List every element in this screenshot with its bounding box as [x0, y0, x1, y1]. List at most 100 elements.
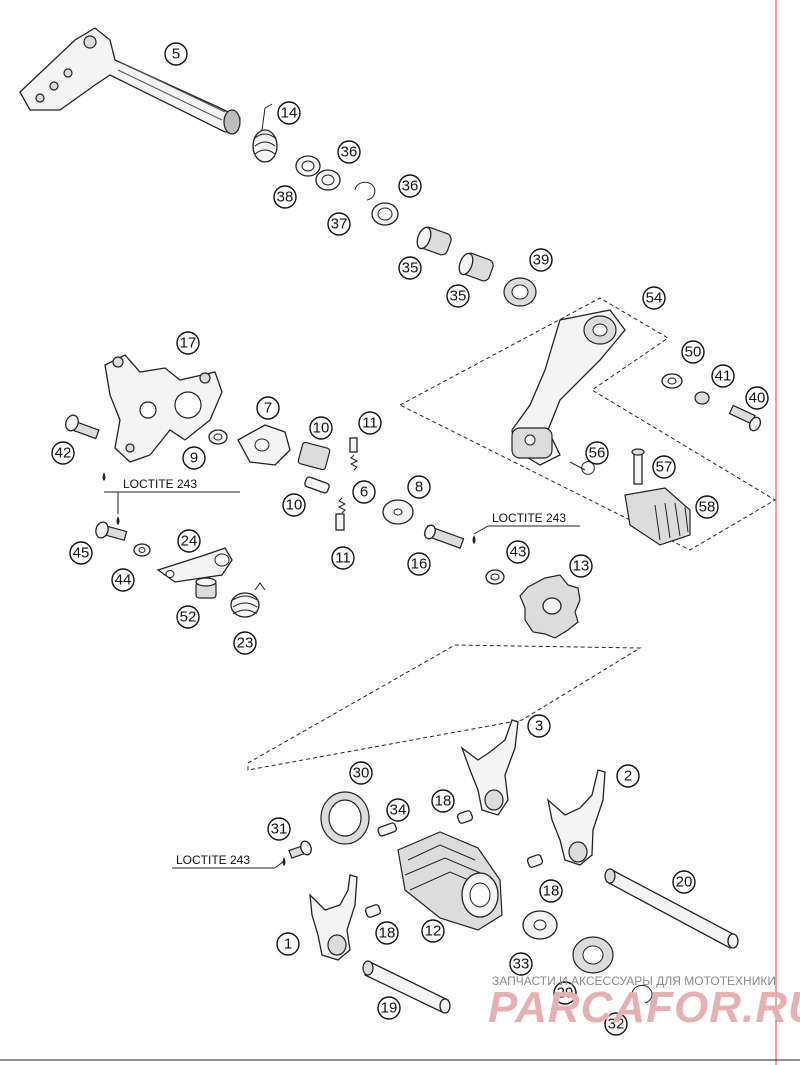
callout-35b-label: 35 [450, 288, 467, 305]
callout-30-label: 30 [353, 765, 370, 782]
circlip-32 [631, 984, 653, 1004]
callout-6-label: 6 [360, 484, 368, 501]
callout-58-label: 58 [699, 499, 716, 516]
callout-1: 1 [276, 932, 300, 956]
callout-10b: 10 [282, 493, 306, 517]
loctite-label-31: LOCTITE 243 [172, 853, 285, 869]
shift-lever-group-outline [398, 297, 776, 551]
guide-pin-18-b [526, 854, 544, 868]
svg-text:LOCTITE 243: LOCTITE 243 [492, 511, 566, 525]
callout-50: 50 [681, 340, 705, 364]
callout-9: 9 [182, 446, 206, 470]
pin-11-upper [349, 437, 358, 453]
callout-37: 37 [327, 212, 351, 236]
pin-11-lower [335, 513, 345, 531]
needle-bearing-35-lower [458, 252, 494, 282]
callout-39-label: 39 [533, 252, 550, 269]
callout-9-label: 9 [190, 450, 198, 467]
pin-34 [377, 822, 397, 837]
callout-52: 52 [176, 605, 200, 629]
loctite-drop-45 [116, 516, 120, 525]
callout-35b: 35 [446, 284, 470, 308]
callout-41-label: 41 [715, 368, 732, 385]
svg-text:LOCTITE 243: LOCTITE 243 [176, 853, 250, 867]
callout-41: 41 [711, 364, 735, 388]
callout-31: 31 [267, 817, 291, 841]
callout-57: 57 [652, 455, 676, 479]
callout-36b: 36 [398, 174, 422, 198]
callout-18c-label: 18 [379, 925, 396, 942]
callout-35a: 35 [398, 256, 422, 280]
callout-38: 38 [273, 185, 297, 209]
callout-2-label: 2 [624, 768, 632, 785]
guide-pin-18-c [364, 904, 382, 918]
callout-12: 12 [421, 919, 445, 943]
spring-56 [569, 461, 595, 475]
callout-12-label: 12 [425, 923, 442, 940]
callout-10a-label: 10 [313, 420, 330, 437]
callout-36a: 36 [337, 140, 361, 164]
callout-13-label: 13 [573, 558, 590, 575]
pawl-10-upper [297, 441, 331, 471]
shift-lever-part [511, 309, 626, 466]
callout-58: 58 [695, 495, 719, 519]
callout-14: 14 [277, 101, 301, 125]
callout-34: 34 [386, 798, 410, 822]
callout-8: 8 [407, 475, 431, 499]
screw-31 [288, 840, 312, 859]
callout-38-label: 38 [277, 189, 294, 206]
callout-10b-label: 10 [286, 497, 303, 514]
guide-pin-18-a [456, 810, 474, 824]
callout-32-label: 32 [608, 1016, 625, 1033]
callout-19: 19 [377, 996, 401, 1020]
callout-18a-label: 18 [435, 793, 452, 810]
loctite-drop-42 [102, 472, 106, 481]
callout-56-label: 56 [589, 445, 606, 462]
shift-fork-2 [546, 769, 606, 866]
spring-6-lower [337, 497, 347, 514]
stud-16 [423, 524, 465, 549]
fork-shaft-19 [362, 960, 451, 1014]
callout-52-label: 52 [180, 609, 197, 626]
callout-34-label: 34 [390, 802, 407, 819]
pawl-carrier-7 [237, 424, 291, 466]
callout-2: 2 [616, 764, 640, 788]
loctite-label-42: LOCTITE 243 [104, 477, 240, 514]
callout-14-label: 14 [281, 105, 298, 122]
shift-star-13 [519, 574, 581, 639]
callout-20: 20 [672, 870, 696, 894]
spring-23 [230, 582, 266, 618]
callout-36b-label: 36 [402, 178, 419, 195]
callout-16-label: 16 [411, 556, 428, 573]
needle-bearing-35-upper [416, 226, 452, 256]
callout-29-label: 29 [557, 985, 574, 1002]
fork-shaft-20 [604, 868, 739, 949]
callout-7-label: 7 [264, 400, 272, 417]
callout-18a: 18 [431, 789, 455, 813]
callout-54-label: 54 [646, 290, 663, 307]
callout-43-label: 43 [510, 544, 527, 561]
callout-11a-label: 11 [362, 415, 378, 432]
callout-10a: 10 [309, 416, 333, 440]
torsion-spring-part [252, 103, 278, 163]
callout-40-label: 40 [749, 390, 766, 407]
bolt-40 [728, 404, 762, 432]
roller-52 [195, 577, 217, 599]
callout-19-label: 19 [381, 1000, 398, 1017]
callout-18c: 18 [375, 921, 399, 945]
callout-8-label: 8 [415, 479, 423, 496]
locking-lever-24 [156, 547, 233, 583]
bearing-29 [572, 936, 614, 974]
shift-fork-1 [309, 874, 358, 961]
callout-18b-label: 18 [543, 883, 560, 900]
shift-fork-3 [460, 719, 519, 816]
callout-7: 7 [256, 396, 280, 420]
callout-44: 44 [111, 568, 135, 592]
spring-6-upper [349, 454, 359, 471]
bolt-42 [65, 414, 100, 440]
callout-24-label: 24 [181, 533, 198, 550]
callout-16: 16 [407, 552, 431, 576]
callout-35a-label: 35 [402, 260, 419, 277]
callout-45: 45 [69, 541, 93, 565]
callout-5-label: 5 [172, 46, 180, 63]
